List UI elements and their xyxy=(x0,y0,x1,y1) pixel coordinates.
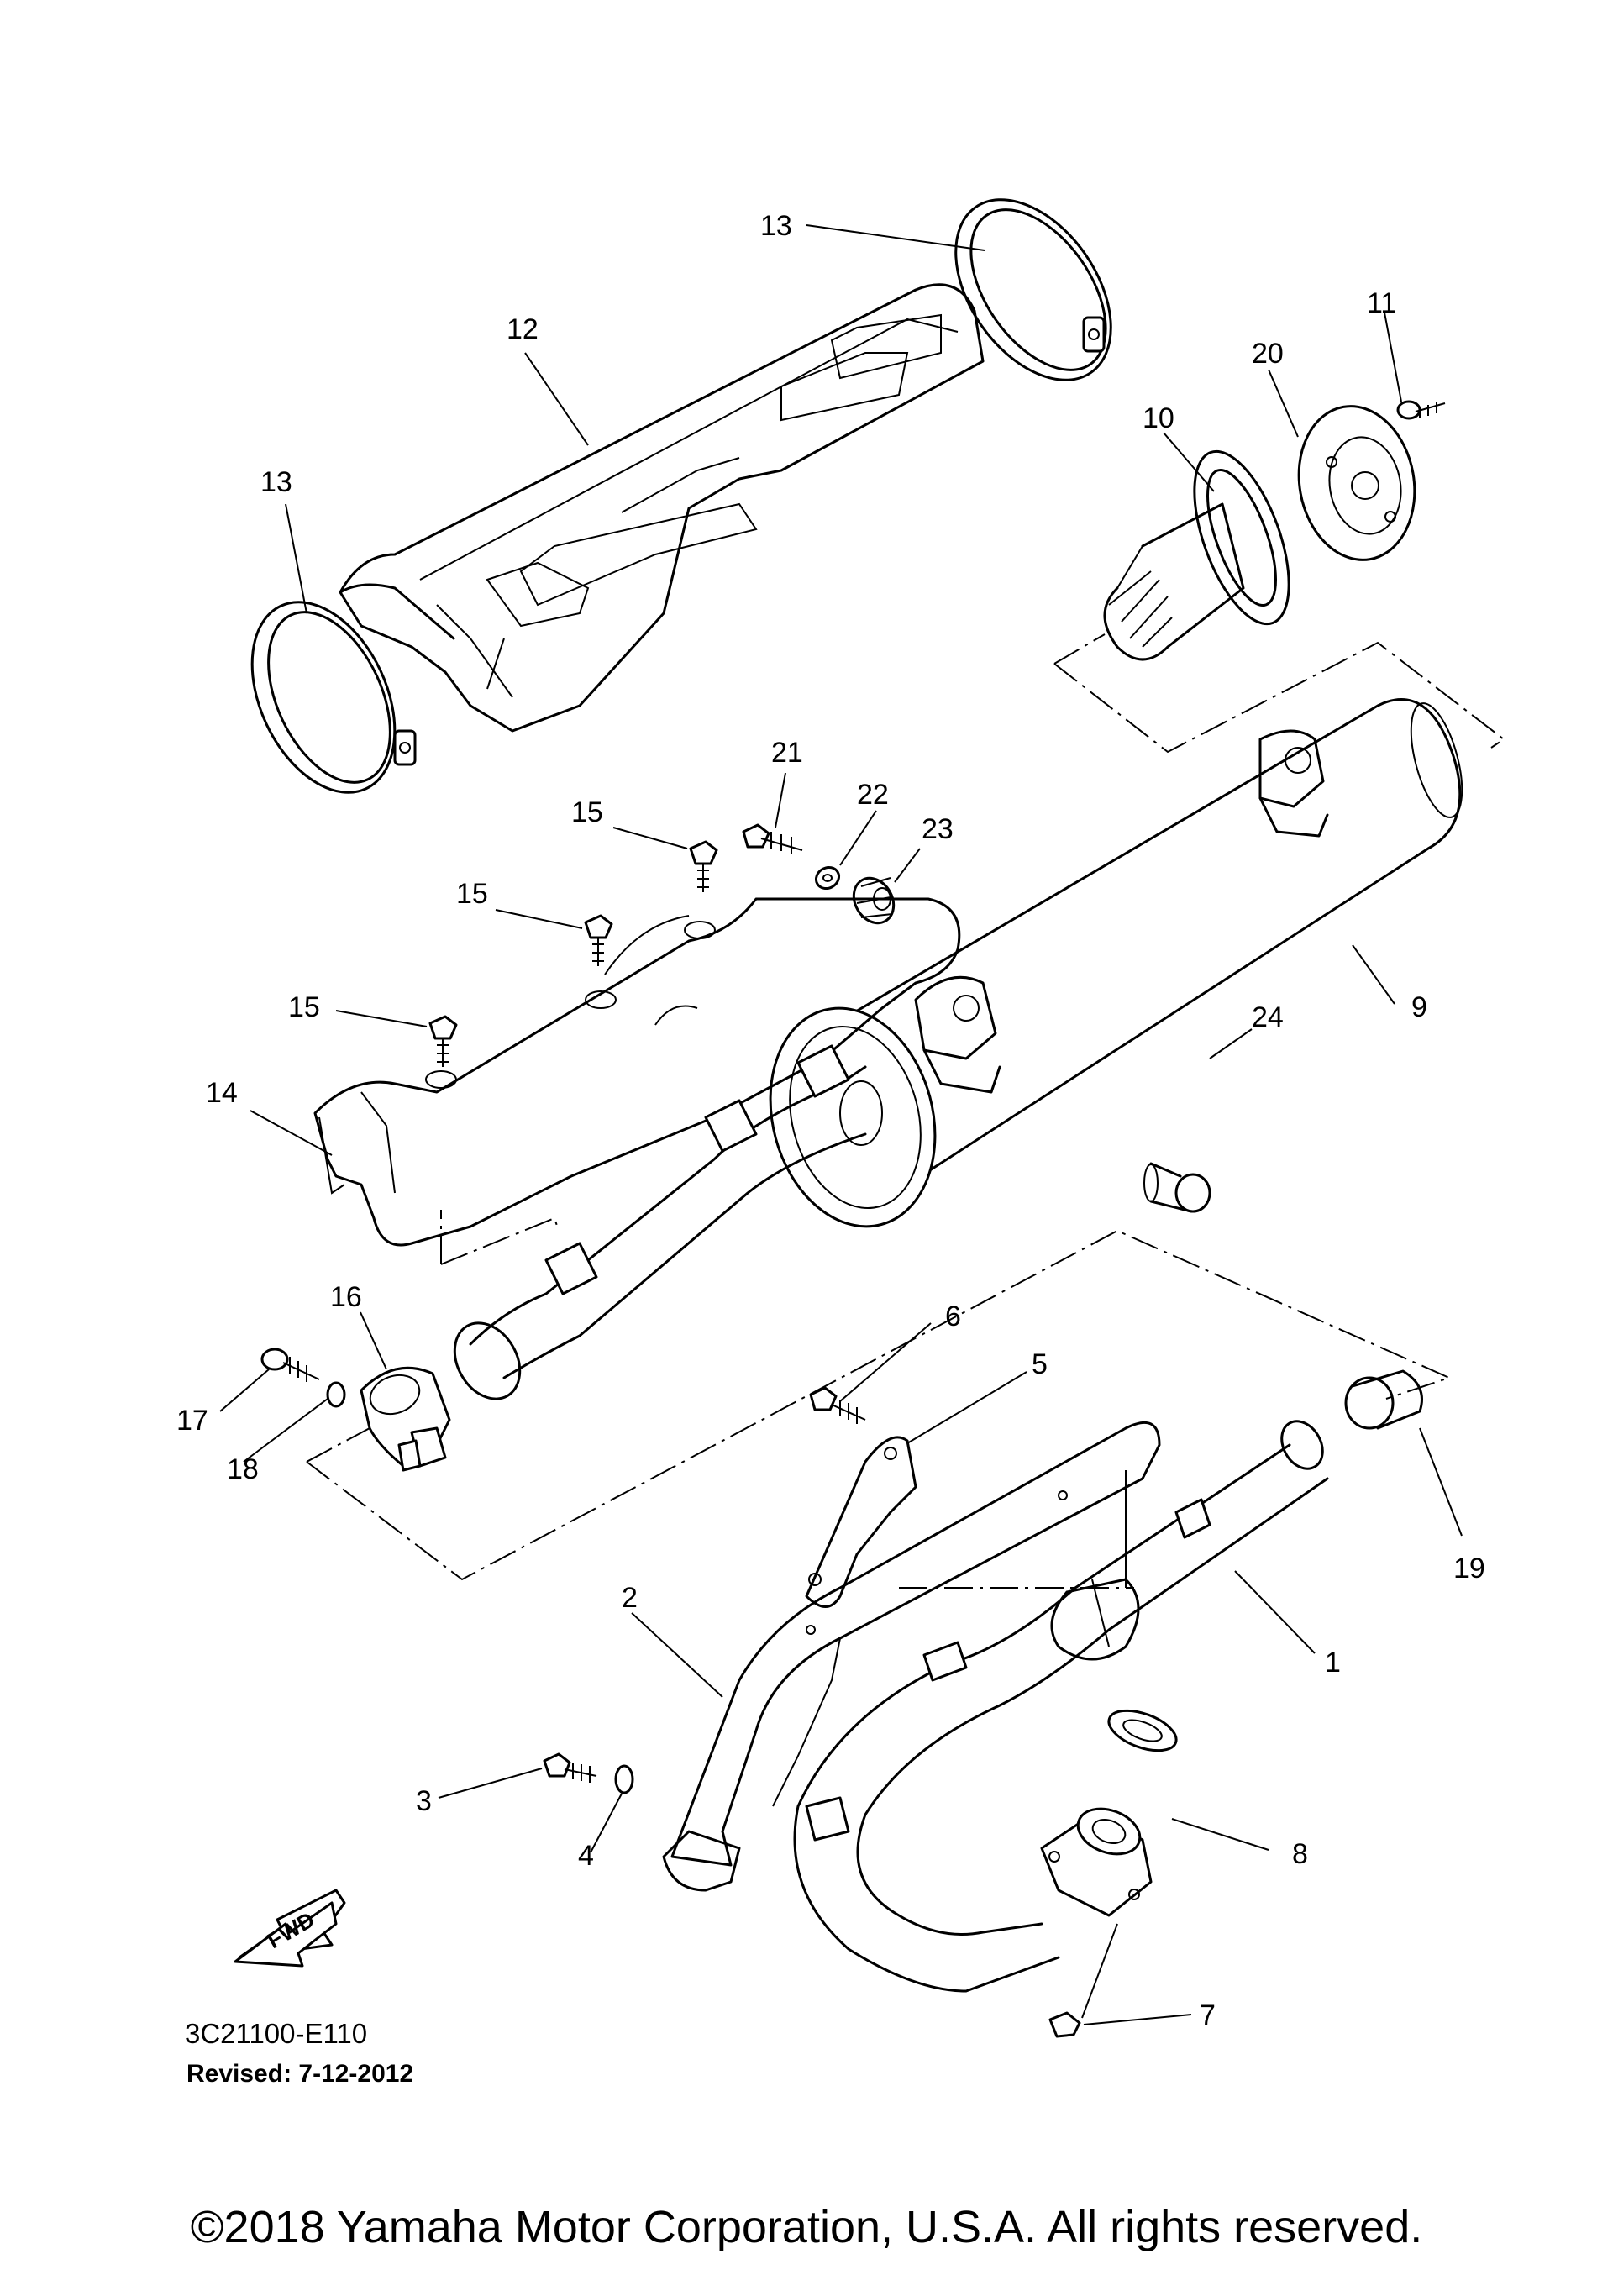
damper-collar xyxy=(1143,1162,1211,1213)
spark-arrester xyxy=(1103,449,1290,661)
damper-bolt xyxy=(742,823,803,854)
guard-bracket xyxy=(805,1436,917,1608)
muffler-end-cap xyxy=(1297,405,1416,561)
callout-7: 7 xyxy=(1200,1999,1216,2031)
damper-grommet xyxy=(852,876,896,925)
callout-5: 5 xyxy=(1032,1348,1048,1380)
muffler-assembly xyxy=(769,698,1463,1228)
callout-12: 12 xyxy=(507,313,539,345)
callout-15-mid: 15 xyxy=(456,878,488,910)
callout-24: 24 xyxy=(1252,1001,1284,1033)
diagram-code: 3C21100-E110 xyxy=(185,2018,367,2049)
copyright-notice: ©2018 Yamaha Motor Corporation, U.S.A. A… xyxy=(190,2202,1423,2252)
flange-nut xyxy=(1048,2011,1081,2038)
exhaust-pipe-guard xyxy=(662,1421,1161,1892)
callout-9: 9 xyxy=(1411,991,1427,1023)
callout-19: 19 xyxy=(1453,1553,1485,1584)
assembly-lines xyxy=(306,633,1505,1589)
clamp-washer xyxy=(326,1381,346,1408)
callout-18: 18 xyxy=(227,1453,259,1485)
callout-23: 23 xyxy=(922,813,954,845)
exhaust-pipe-protector xyxy=(313,897,961,1247)
exhaust-joint-clamp xyxy=(360,1366,451,1472)
callout-22: 22 xyxy=(857,779,889,811)
callout-13-top: 13 xyxy=(760,210,792,242)
protector-bolt-c xyxy=(428,1015,458,1067)
muffler-band-left xyxy=(250,601,417,794)
end-cap-bolt xyxy=(1396,400,1446,420)
callout-3: 3 xyxy=(416,1785,432,1817)
damper-washer xyxy=(814,865,841,891)
callout-16: 16 xyxy=(330,1281,362,1313)
guard-washer xyxy=(614,1764,634,1794)
callout-10: 10 xyxy=(1143,402,1174,434)
forward-direction-arrow: FWD xyxy=(234,1889,346,1968)
bracket-bolt xyxy=(809,1386,866,1424)
guard-bolt xyxy=(543,1752,597,1783)
protector-bolt-b xyxy=(584,914,613,966)
callout-6: 6 xyxy=(945,1300,961,1332)
exhaust-pipe xyxy=(793,1420,1329,1993)
callout-4: 4 xyxy=(578,1840,594,1872)
callout-14: 14 xyxy=(206,1077,238,1109)
exhaust-gasket-sleeve xyxy=(1344,1369,1423,1430)
callout-1: 1 xyxy=(1325,1647,1341,1679)
exhaust-gasket xyxy=(1107,1709,1178,1752)
callout-15-top: 15 xyxy=(571,796,603,828)
muffler-inlet-pipe xyxy=(453,1044,867,1400)
callout-8: 8 xyxy=(1292,1838,1308,1870)
exhaust-flange xyxy=(1040,1807,1153,1917)
callout-13-left: 13 xyxy=(260,466,292,498)
leader-lines xyxy=(219,224,1463,2025)
callout-21: 21 xyxy=(771,737,803,769)
callout-17: 17 xyxy=(176,1405,208,1437)
callout-15-bottom: 15 xyxy=(288,991,320,1023)
protector-bolt-a xyxy=(689,840,718,892)
callout-11: 11 xyxy=(1367,287,1396,319)
callout-2: 2 xyxy=(622,1582,638,1614)
muffler-band-right xyxy=(954,198,1112,381)
revision-date: Revised: 7-12-2012 xyxy=(187,2060,413,2088)
clamp-bolt xyxy=(260,1348,320,1382)
callout-20: 20 xyxy=(1252,338,1284,370)
muffler-protector xyxy=(339,283,985,733)
